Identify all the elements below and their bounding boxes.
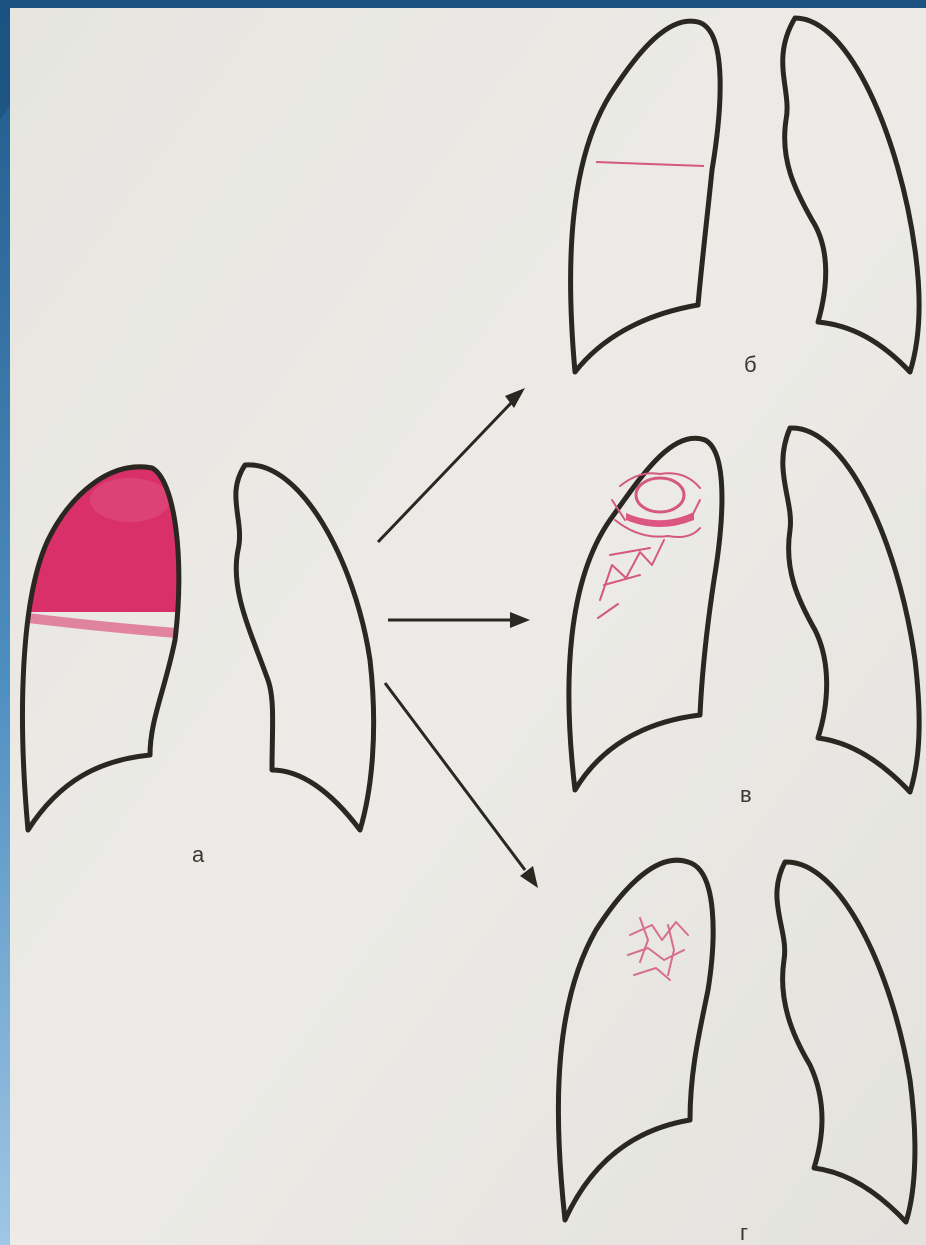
arrow-to-b — [378, 388, 525, 542]
panel-v-cavity-lesion — [598, 473, 700, 618]
panel-g-left-lung — [777, 862, 915, 1222]
panel-b-right-lung — [571, 21, 721, 372]
panel-b-left-lung — [783, 18, 919, 372]
panel-label-v: в — [740, 782, 752, 807]
panel-v-left-lung — [783, 428, 919, 792]
panel-a-right-lung — [0, 440, 220, 830]
panel-a: а — [0, 440, 374, 867]
panel-v-right-lung — [569, 438, 722, 790]
panel-g-fibrotic-traces — [628, 918, 688, 980]
arrow-to-g — [385, 683, 538, 888]
panel-label-a: а — [192, 842, 205, 867]
panel-b: б — [571, 18, 920, 377]
panel-b-fibrous-line — [596, 162, 704, 166]
panel-g-right-lung — [558, 860, 713, 1220]
arrow-to-v — [388, 612, 530, 628]
panel-label-b: б — [744, 352, 757, 377]
panel-g: г — [558, 860, 915, 1245]
panel-label-g: г — [740, 1220, 748, 1245]
panel-a-left-lung — [236, 465, 374, 830]
panel-v: в — [569, 428, 919, 807]
